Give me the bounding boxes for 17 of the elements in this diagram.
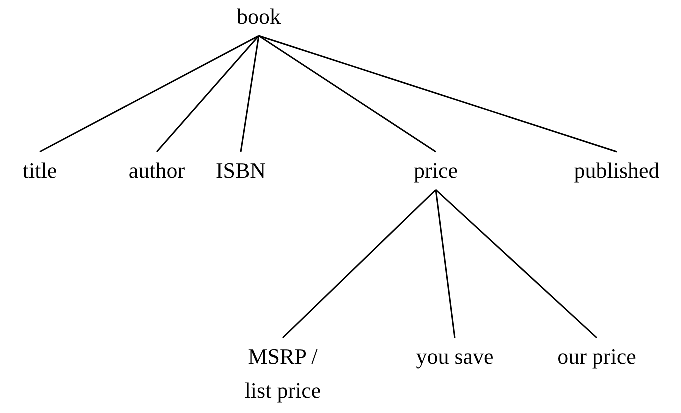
connector-line [240, 36, 260, 152]
tree-node-label: published [562, 154, 672, 188]
connector-line [258, 35, 618, 153]
tree-node-label: our price [547, 340, 647, 374]
connector-line [258, 35, 436, 153]
tree-node-label: ISBN [211, 154, 271, 188]
tree-node-label: price [406, 154, 466, 188]
connector-line [156, 36, 260, 152]
tree-node-label: MSRP / list price [244, 340, 322, 408]
connector-line [282, 189, 437, 339]
tree-node-label: title [10, 154, 70, 188]
tree-node-label: you save [405, 340, 505, 374]
tree-node-label: book [229, 0, 289, 34]
connector-line [40, 35, 260, 153]
connector-line [435, 190, 456, 338]
connector-line [436, 189, 598, 339]
tree-node-label: author [122, 154, 192, 188]
